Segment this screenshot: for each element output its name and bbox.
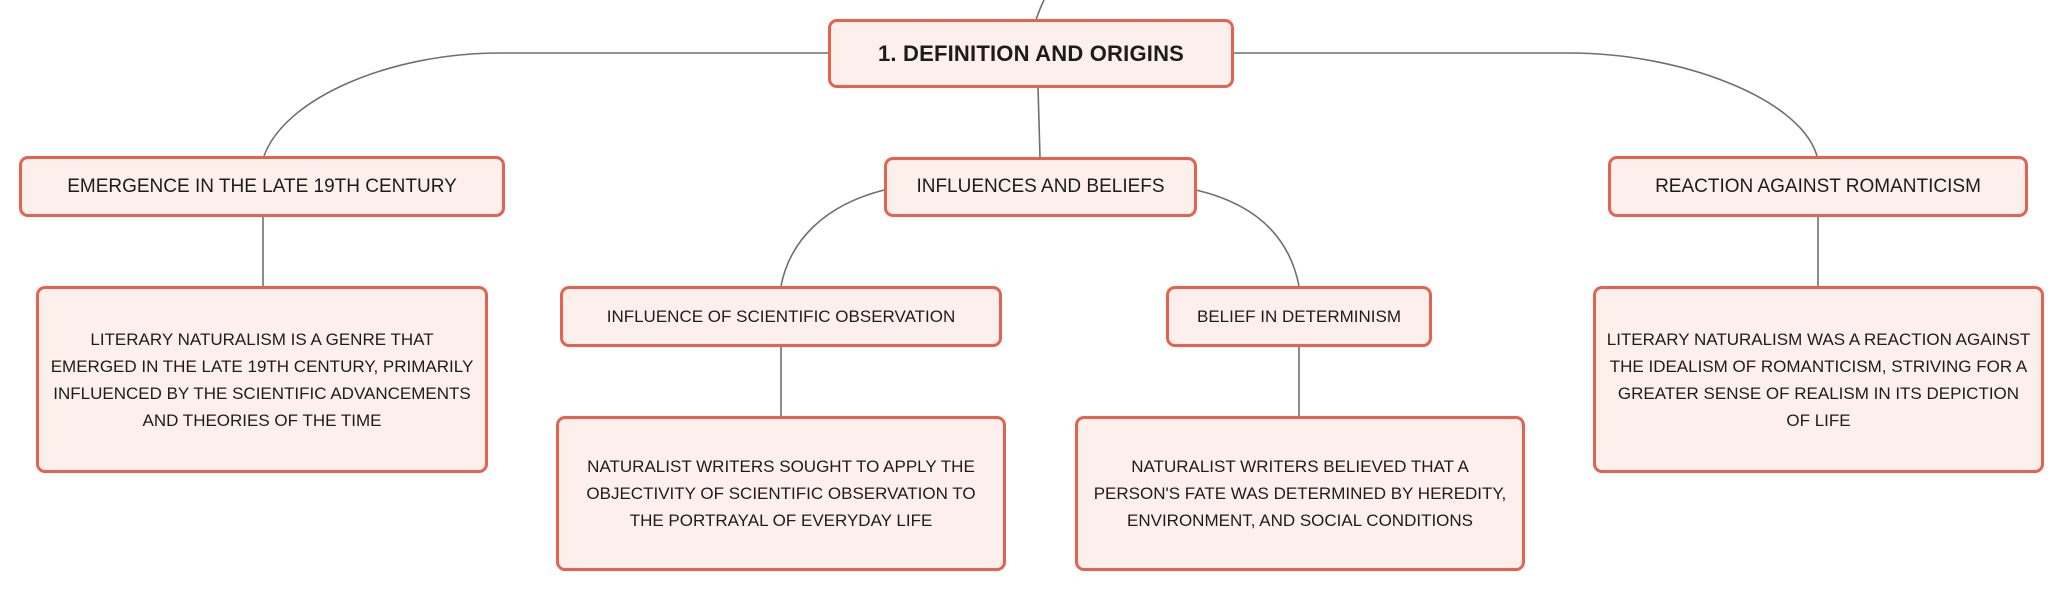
root-node[interactable]: 1. DEFINITION AND ORIGINS: [828, 19, 1234, 88]
observation-detail-node[interactable]: NATURALIST WRITERS SOUGHT TO APPLY THE O…: [556, 416, 1006, 571]
observation-detail-text: NATURALIST WRITERS SOUGHT TO APPLY THE O…: [586, 457, 976, 530]
emergence-detail-node[interactable]: LITERARY NATURALISM IS A GENRE THAT EMER…: [36, 286, 488, 473]
reaction-detail-text: LITERARY NATURALISM WAS A REACTION AGAIN…: [1606, 329, 2031, 430]
determinism-node[interactable]: BELIEF IN DETERMINISM: [1166, 286, 1432, 347]
observation-node[interactable]: INFLUENCE OF SCIENTIFIC OBSERVATION: [560, 286, 1002, 347]
connector-parent-to-root: [1035, 0, 1045, 21]
reaction-node-label: REACTION AGAINST ROMANTICISM: [1655, 175, 1981, 197]
emergence-detail-text: LITERARY NATURALISM IS A GENRE THAT EMER…: [50, 329, 474, 430]
connector-influences-to-determinism: [1195, 189, 1300, 287]
reaction-detail-node[interactable]: LITERARY NATURALISM WAS A REACTION AGAIN…: [1593, 286, 2044, 473]
determinism-node-label: BELIEF IN DETERMINISM: [1196, 306, 1402, 326]
connector-influences-to-observation: [780, 189, 885, 287]
emergence-node[interactable]: EMERGENCE IN THE LATE 19TH CENTURY: [19, 156, 505, 217]
influences-node[interactable]: INFLUENCES AND BELIEFS: [884, 157, 1197, 217]
influences-node-label: INFLUENCES AND BELIEFS: [916, 176, 1165, 197]
determinism-detail-text: NATURALIST WRITERS BELIEVED THAT A PERSO…: [1093, 457, 1507, 530]
connector-root-to-influences: [1037, 86, 1041, 158]
root-node-label: 1. DEFINITION AND ORIGINS: [877, 40, 1185, 66]
reaction-node[interactable]: REACTION AGAINST ROMANTICISM: [1608, 156, 2028, 217]
determinism-detail-node[interactable]: NATURALIST WRITERS BELIEVED THAT A PERSO…: [1075, 416, 1525, 571]
emergence-node-label: EMERGENCE IN THE LATE 19TH CENTURY: [67, 175, 457, 197]
connector-root-to-emergence: [263, 52, 828, 157]
connector-root-to-reaction: [1234, 52, 1818, 157]
observation-node-label: INFLUENCE OF SCIENTIFIC OBSERVATION: [606, 306, 956, 326]
